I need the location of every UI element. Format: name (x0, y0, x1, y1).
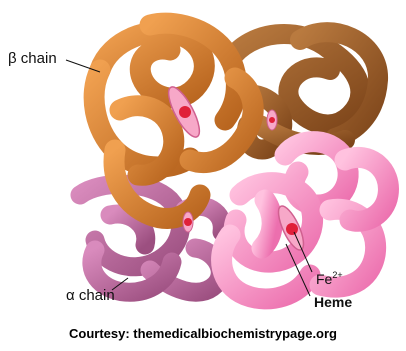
credit-text: Courtesy: themedicalbiochemistrypage.org (0, 326, 406, 341)
beta-chain-front (94, 23, 253, 218)
alpha-chain-front (222, 142, 389, 299)
fe-base: Fe (316, 271, 332, 287)
beta-chain-label: β chain (8, 50, 57, 67)
alpha-chain-label: α chain (66, 287, 115, 304)
heme-group-back (267, 110, 277, 130)
heme-group-center (183, 212, 193, 232)
fe-charge: 2+ (332, 270, 342, 280)
fe-label: Fe2+ (316, 270, 343, 287)
heme-label: Heme (314, 294, 352, 310)
